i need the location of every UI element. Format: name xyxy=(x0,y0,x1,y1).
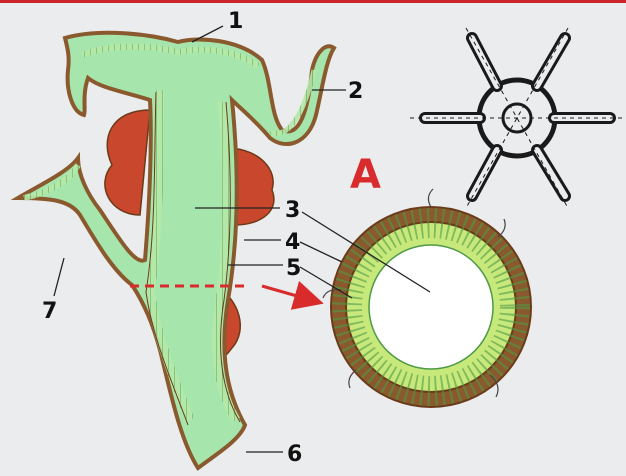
cross-section xyxy=(323,189,531,407)
label-1: 1 xyxy=(228,9,243,34)
label-4: 4 xyxy=(285,230,300,255)
label-7: 7 xyxy=(42,299,57,324)
top-rule xyxy=(0,0,626,3)
label-3: 3 xyxy=(285,198,300,223)
panel-letter: A xyxy=(350,152,381,198)
symmetry-schematic xyxy=(410,28,622,208)
label-2: 2 xyxy=(348,79,363,104)
label-6: 6 xyxy=(287,442,302,467)
section-arrow xyxy=(262,286,318,302)
label-5: 5 xyxy=(286,256,301,281)
